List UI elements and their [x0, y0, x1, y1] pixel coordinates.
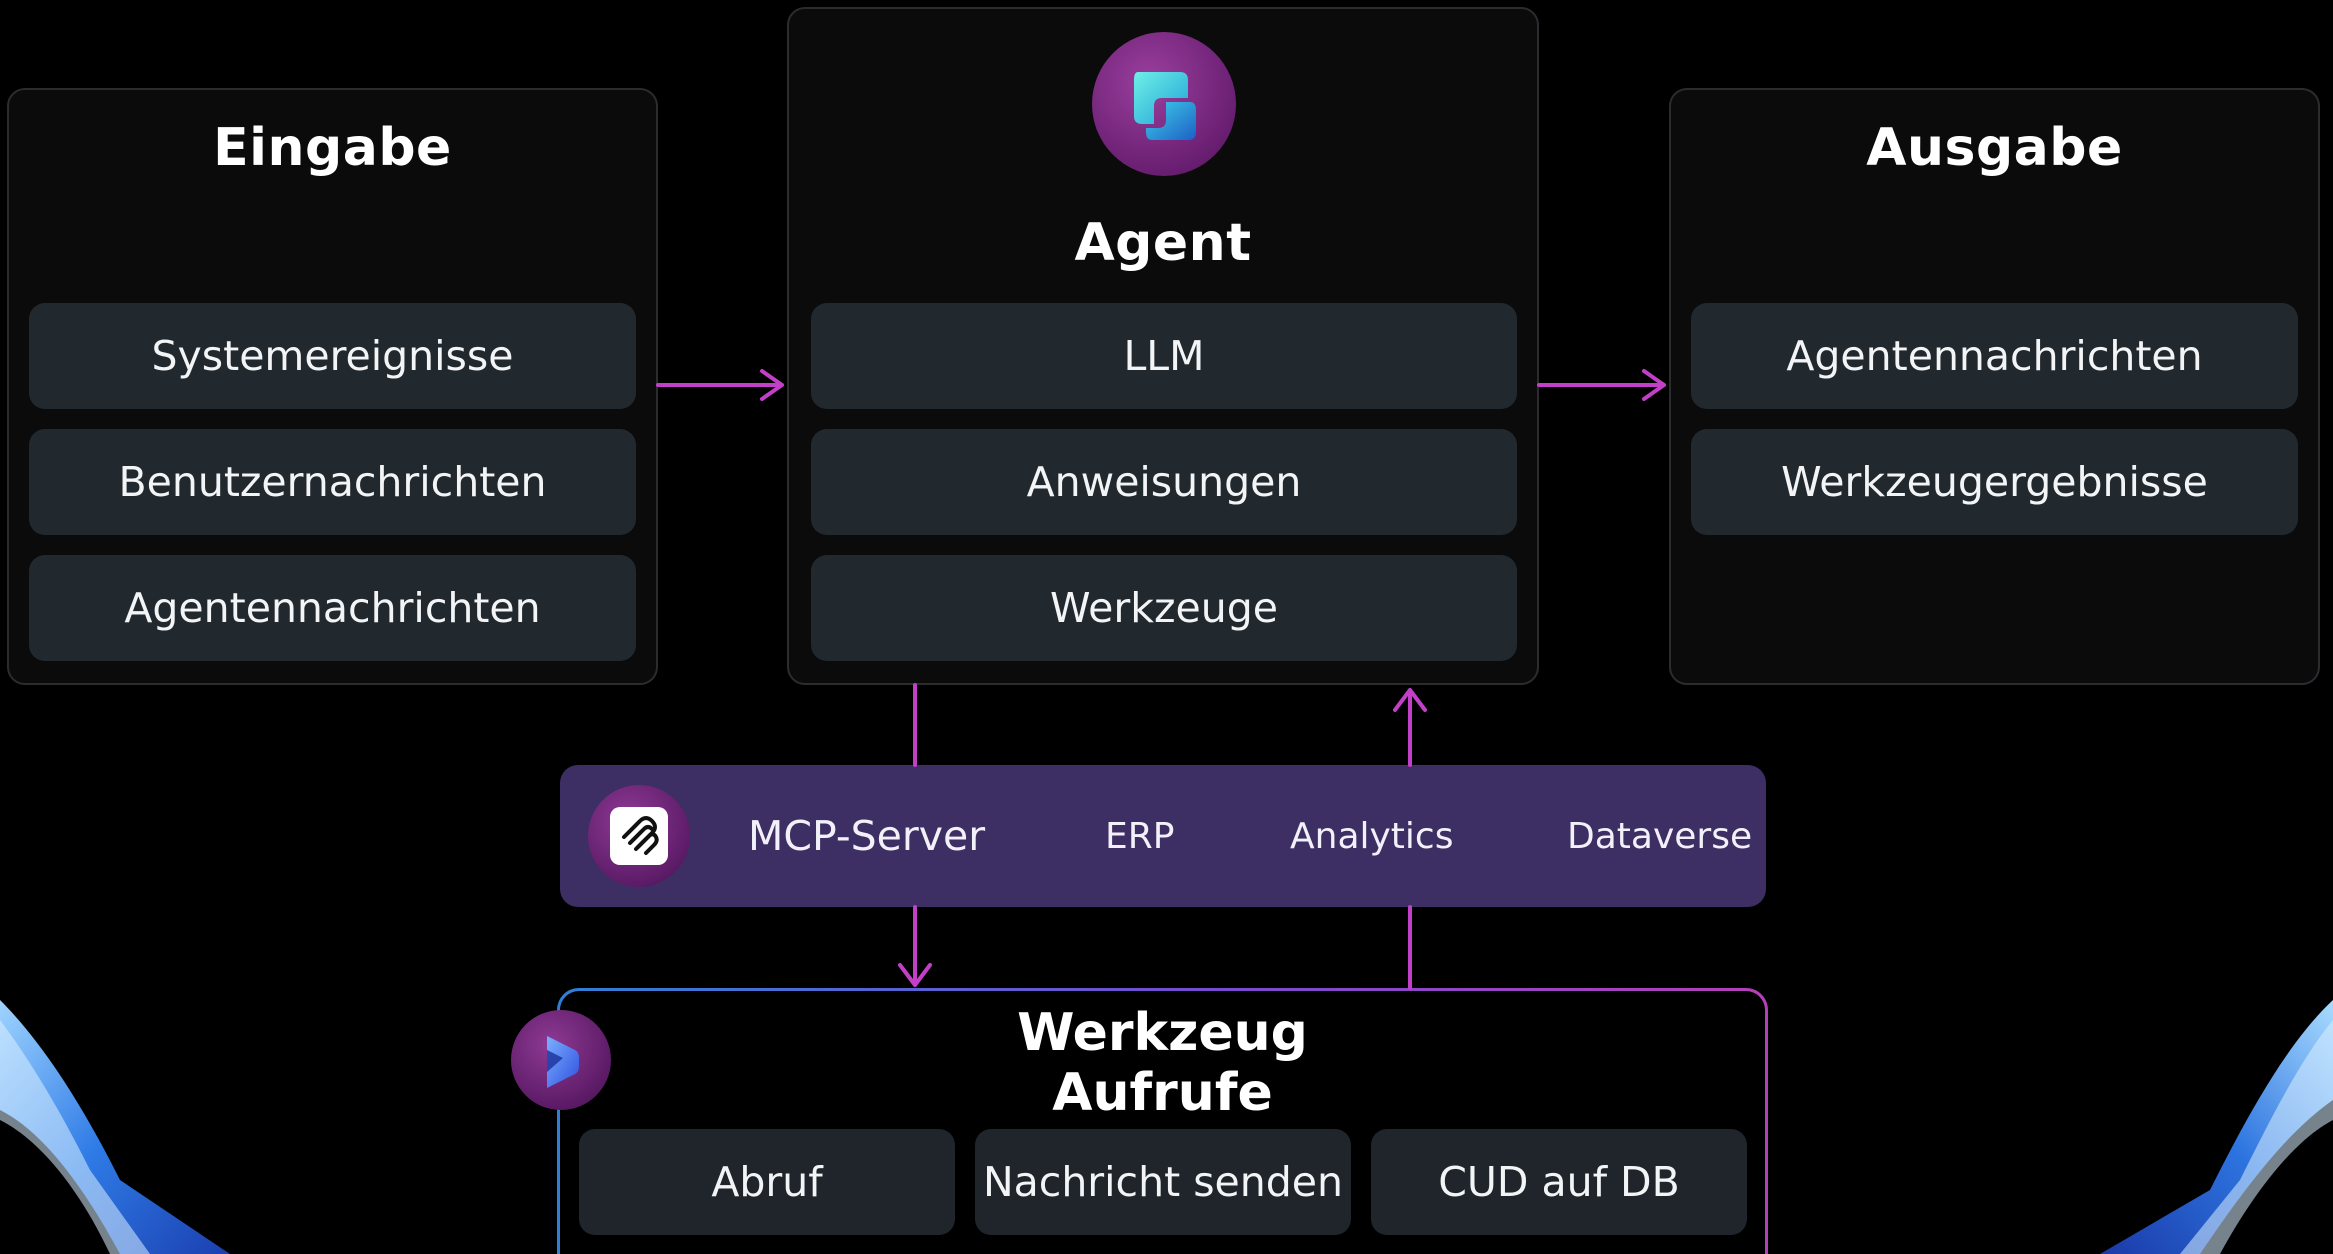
arrow-mcp-to-agent	[1393, 688, 1427, 767]
agent-item-tools[interactable]: Werkzeuge	[811, 555, 1517, 661]
tool-calls-title: Werkzeug Aufrufe	[557, 1003, 1768, 1123]
tool-calls-title-line2: Aufrufe	[1052, 1063, 1273, 1123]
arrow-agent-to-output	[1537, 369, 1666, 401]
agent-panel: Agent LLM Anweisungen Werkzeuge	[787, 7, 1539, 685]
mcp-source-erp[interactable]: ERP	[1105, 815, 1175, 857]
input-item-system-events[interactable]: Systemereignisse	[29, 303, 636, 409]
tool-calls-title-line1: Werkzeug	[1017, 1003, 1308, 1063]
input-item-user-messages[interactable]: Benutzernachrichten	[29, 429, 636, 535]
mcp-icon	[588, 785, 690, 887]
input-panel: Eingabe Systemereignisse Benutzernachric…	[7, 88, 658, 685]
output-panel: Ausgabe Agentennachrichten Werkzeugergeb…	[1669, 88, 2320, 685]
input-panel-title: Eingabe	[213, 118, 452, 178]
dynamics-icon	[511, 1010, 611, 1110]
agent-item-instructions[interactable]: Anweisungen	[811, 429, 1517, 535]
agent-item-llm[interactable]: LLM	[811, 303, 1517, 409]
arrow-input-to-agent	[656, 369, 784, 401]
mcp-source-dataverse[interactable]: Dataverse	[1567, 815, 1753, 857]
ribbon-right-light	[2180, 1020, 2333, 1254]
input-item-agent-messages[interactable]: Agentennachrichten	[29, 555, 636, 661]
tool-item-send-message[interactable]: Nachricht senden	[975, 1129, 1351, 1235]
copilot-icon	[1092, 32, 1236, 176]
mcp-server-label: MCP-Server	[748, 812, 986, 860]
tool-item-cud-db[interactable]: CUD auf DB	[1371, 1129, 1747, 1235]
mcp-source-analytics[interactable]: Analytics	[1290, 815, 1454, 857]
output-item-agent-messages[interactable]: Agentennachrichten	[1691, 303, 2298, 409]
arrow-mcp-to-tools	[898, 905, 932, 987]
mcp-server-bar: MCP-Server ERP Analytics Dataverse	[560, 765, 1766, 907]
agent-panel-title: Agent	[1074, 213, 1252, 273]
ribbon-left-light	[0, 1020, 150, 1254]
output-panel-title: Ausgabe	[1866, 118, 2123, 178]
output-item-tool-results[interactable]: Werkzeugergebnisse	[1691, 429, 2298, 535]
tool-item-fetch[interactable]: Abruf	[579, 1129, 955, 1235]
